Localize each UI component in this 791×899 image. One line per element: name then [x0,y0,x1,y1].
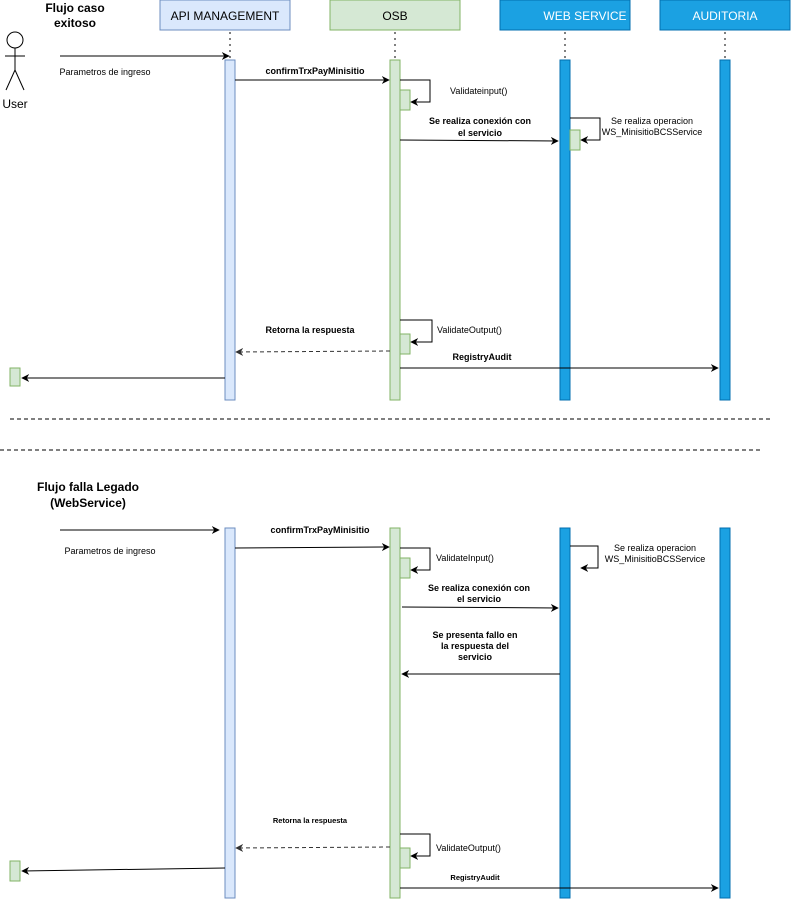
user-actor-icon [5,31,25,91]
flow1-user-return-box [9,367,21,387]
participant-osb: OSB [329,0,461,31]
flow1-connect-label-1: Se realiza conexión con [429,116,531,126]
flow2-api-activation [224,527,236,899]
flow1-osb-activation [389,59,401,401]
flow1-output-box [399,333,411,355]
flow1-confirm-label: confirmTrxPayMinisitio [265,66,365,76]
flow2-validate-box [399,557,411,579]
flow1-connect-arrow [399,136,559,145]
flow2-title-line1: Flujo falla Legado [37,480,139,494]
participant-osb-label: OSB [382,9,407,23]
participant-aud-label: AUDITORIA [692,9,757,23]
flow1-title-line1: Flujo caso [45,1,104,15]
flow2-ws-op-label-1: Se realiza operacion [614,543,696,553]
flow1-return-label: Retorna la respuesta [265,325,355,335]
flow2-connect-label-2: el servicio [457,594,502,604]
flow1-output-arrow [400,319,433,346]
flow1-ws-op-label-2: WS_MinisitioBCSService [602,127,703,137]
flow2-ws-op-label-2: WS_MinisitioBCSService [605,554,706,564]
flow2-validate-label: ValidateInput() [436,553,494,563]
flow2-fail-label-1: Se presenta fallo en [432,630,517,640]
flow2-audit-label: RegistryAudit [450,873,500,882]
participant-web-service: WEB SERVICE [499,0,631,31]
flow2-fail-label-2: la respuesta del [441,641,509,651]
flow2-ws-activation [559,527,571,899]
flow2-ws-op-arrow [570,545,599,572]
flow2-user-return-box [9,860,21,882]
flow1-param-label: Parametros de ingreso [59,67,150,77]
flow1-ws-op-arrow [570,117,601,144]
participant-ws-label: WEB SERVICE [543,9,626,23]
flow2-param-label: Parametros de ingreso [64,546,155,556]
flow2-return-arrow [235,843,391,852]
flow2-output-label: ValidateOutput() [436,843,501,853]
flow1-validate-arrow [400,79,431,106]
flow1-ws-activation [559,59,571,401]
flow2-user-return-arrow [21,866,226,875]
user-actor-label: User [2,97,27,111]
flow2-title-line2: (WebService) [50,496,126,510]
flow2-connect-label-1: Se realiza conexión con [428,583,530,593]
flow2-output-arrow [400,833,431,860]
flow1-validate-label: Validateinput() [450,86,507,96]
participant-api-management: API MANAGEMENT [159,0,291,31]
flow2-aud-activation [719,527,731,899]
flow1-output-label: ValidateOutput() [437,325,502,335]
flow2-return-label: Retorna la respuesta [273,816,348,825]
flow1-audit-label: RegistryAudit [452,352,511,362]
flow2-fail-label-3: servicio [458,652,493,662]
flow1-aud-activation [719,59,731,401]
flow2-osb-activation [389,527,401,899]
flow1-connect-label-2: el servicio [458,128,503,138]
flow1-api-activation [224,59,236,401]
lifelines [229,32,726,60]
flow1-title-line2: exitoso [54,16,96,30]
flow1-validate-box [399,89,411,111]
flow1-ws-op-label-1: Se realiza operacion [611,116,693,126]
participant-api-label: API MANAGEMENT [171,9,280,23]
flow2-validate-arrow [400,547,431,574]
flow2-connect-arrow [401,603,559,612]
flow1-ws-op-box [569,129,581,151]
flow2-output-box [399,847,411,869]
flow2-confirm-label: confirmTrxPayMinisitio [270,525,370,535]
flow2-confirm-arrow [234,543,390,552]
flow1-return-arrow [235,347,391,356]
participant-auditoria: AUDITORIA [659,0,791,31]
